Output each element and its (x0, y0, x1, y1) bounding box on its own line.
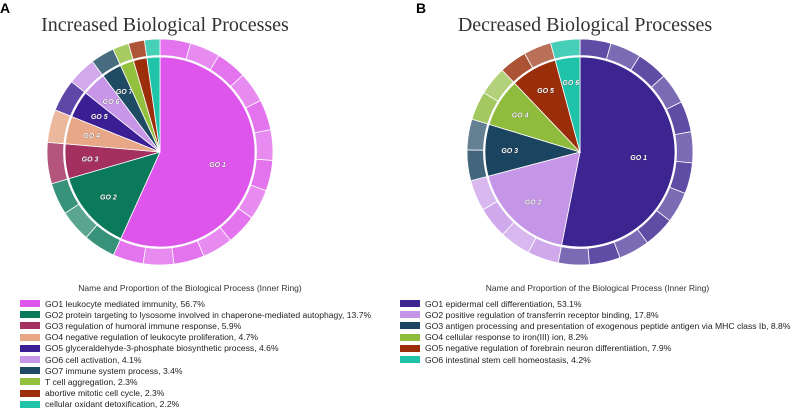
legend-label: GO2 protein targeting to lysosome involv… (45, 309, 372, 320)
chart-title-increased: Increased Biological Processes (41, 14, 289, 36)
legend-title-decreased: Name and Proportion of the Biological Pr… (485, 283, 710, 293)
legend-label: abortive mitotic cell cycle, 2.3% (45, 388, 165, 399)
legend-label: GO1 epidermal cell differentiation, 53.1… (425, 298, 582, 309)
legend-swatch (400, 344, 420, 352)
legend-label: GO5 glyceraldehyde-3-phosphate biosynthe… (45, 343, 279, 354)
outer-ring-segment (579, 38, 612, 60)
legend-label: GO3 regulation of humoral immune respons… (45, 320, 242, 331)
pie-slice-go10 (146, 56, 161, 153)
slice-label-go2: GO 2 (525, 199, 542, 206)
legend-swatch (20, 344, 40, 352)
legend-swatch (20, 322, 40, 330)
legend-label: GO2 positive regulation of transferrin r… (425, 309, 659, 320)
outer-ring-segment (46, 141, 68, 185)
legend-item: GO2 protein targeting to lysosome involv… (20, 309, 395, 320)
panel-letter-b: B (416, 0, 427, 16)
pie-slice-go6 (554, 56, 581, 153)
slice-label-go1: GO 1 (630, 155, 647, 162)
outer-ring-segment (142, 246, 175, 266)
legend-label: cellular oxidant detoxification, 2.2% (45, 399, 180, 410)
slice-label-go4: GO 4 (83, 133, 100, 140)
legend-label: GO7 immune system process, 3.4% (45, 365, 183, 376)
legend-label: GO5 negative regulation of forebrain neu… (425, 343, 672, 354)
legend-item: GO6 intestinal stem cell homeostasis, 4.… (400, 354, 795, 365)
outer-ring-segment (254, 129, 274, 161)
legend-swatch (400, 311, 420, 319)
legend-swatch (400, 356, 420, 364)
legend-item: GO3 regulation of humoral immune respons… (20, 320, 395, 331)
legend-item: GO4 cellular response to iron(III) ion, … (400, 332, 795, 343)
slice-label-go1: GO 1 (209, 162, 226, 169)
legend-swatch (20, 311, 40, 319)
outer-ring-segment (466, 118, 489, 151)
chart-title-decreased: Decreased Biological Processes (457, 14, 713, 36)
legend-item: GO7 immune system process, 3.4% (20, 365, 395, 376)
legend-swatch (20, 378, 40, 386)
pie-slice-go2 (487, 151, 581, 246)
slice-label-go5: GO 5 (537, 88, 554, 95)
legend-label: GO4 negative regulation of leukocyte pro… (45, 332, 259, 343)
legend-increased: Name and Proportion of the Biological Pr… (20, 283, 395, 410)
outer-ring-segment (466, 149, 488, 182)
legend-swatch (400, 333, 420, 341)
pie-chart-increased: GO 1 GO 2 GO 3 GO 4 GO 5 GO 6 GO 7 (46, 38, 274, 266)
slice-label-go4: GO 4 (512, 113, 529, 120)
legend-label: GO3 antigen processing and presentation … (425, 320, 791, 331)
legend-label: GO1 leukocyte mediated immunity, 56.7% (45, 298, 205, 309)
outer-ring-segment (557, 246, 590, 266)
legend-item: GO5 glyceraldehyde-3-phosphate biosynthe… (20, 343, 395, 354)
legend-item: abortive mitotic cell cycle, 2.3% (20, 388, 395, 399)
slice-label-go6: GO 6 (103, 99, 120, 106)
legend-title-increased: Name and Proportion of the Biological Pr… (78, 283, 302, 293)
pie-slice-go2 (68, 151, 161, 240)
legend-item: GO6 cell activation, 4.1% (20, 354, 395, 365)
legend-item: GO2 positive regulation of transferrin r… (400, 309, 795, 320)
slice-label-go5: GO 5 (91, 114, 108, 121)
legend-swatch (20, 400, 40, 408)
pie-slice-go1 (120, 56, 256, 248)
legend-swatch (20, 367, 40, 375)
outer-ring-segment (159, 38, 192, 60)
legend-item: GO1 leukocyte mediated immunity, 56.7% (20, 298, 395, 309)
legend-label: GO6 cell activation, 4.1% (45, 354, 142, 365)
legend-swatch (20, 300, 40, 308)
legend-item: GO1 epidermal cell differentiation, 53.1… (400, 298, 795, 309)
legend-item: cellular oxidant detoxification, 2.2% (20, 399, 395, 410)
pie-slice-go1 (561, 56, 676, 248)
legend-swatch (400, 300, 420, 308)
slice-label-go3: GO 3 (501, 148, 518, 155)
outer-ring-segment (550, 38, 581, 60)
legend-swatch (20, 356, 40, 364)
legend-swatch (400, 322, 420, 330)
legend-item: GO4 negative regulation of leukocyte pro… (20, 332, 395, 343)
slice-label-go6: GO 6 (562, 80, 579, 87)
legend-label: GO6 intestinal stem cell homeostasis, 4.… (425, 354, 591, 365)
legend-swatch (20, 333, 40, 341)
legend-item: T cell aggregation, 2.3% (20, 376, 395, 387)
panel-letter-a: A (0, 0, 11, 16)
legend-item: GO5 negative regulation of forebrain neu… (400, 343, 795, 354)
outer-ring-segment (143, 38, 161, 57)
slice-label-go2: GO 2 (100, 194, 117, 201)
pie-chart-decreased: GO 1 GO 2 GO 3 GO 4 GO 5 GO 6 (466, 38, 694, 266)
legend-label: GO4 cellular response to iron(III) ion, … (425, 332, 588, 343)
legend-label: T cell aggregation, 2.3% (45, 376, 138, 387)
slice-label-go7: GO 7 (116, 89, 134, 96)
legend-item: GO3 antigen processing and presentation … (400, 320, 795, 331)
legend-swatch (20, 389, 40, 397)
slice-label-go3: GO 3 (82, 156, 99, 163)
outer-ring-segment (674, 131, 694, 164)
legend-decreased: Name and Proportion of the Biological Pr… (400, 283, 795, 365)
